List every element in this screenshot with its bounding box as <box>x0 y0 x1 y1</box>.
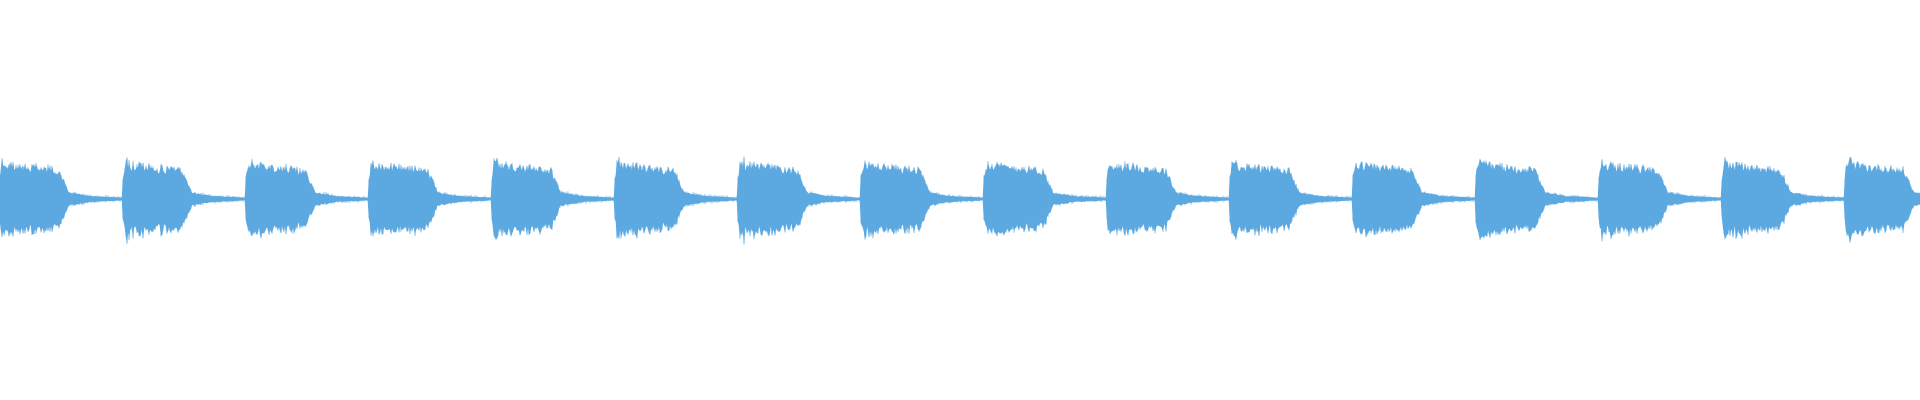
waveform-hit <box>122 158 247 243</box>
waveform-hit <box>737 157 862 244</box>
waveform-hit <box>1721 157 1846 240</box>
waveform-group <box>0 156 1920 245</box>
waveform-hit <box>1229 160 1354 240</box>
waveform-hit <box>0 159 124 237</box>
waveform-hit <box>860 160 985 240</box>
waveform-hit <box>368 160 493 236</box>
waveform-hit <box>1598 159 1723 242</box>
waveform-hit <box>491 157 616 239</box>
waveform-hit <box>614 157 739 239</box>
